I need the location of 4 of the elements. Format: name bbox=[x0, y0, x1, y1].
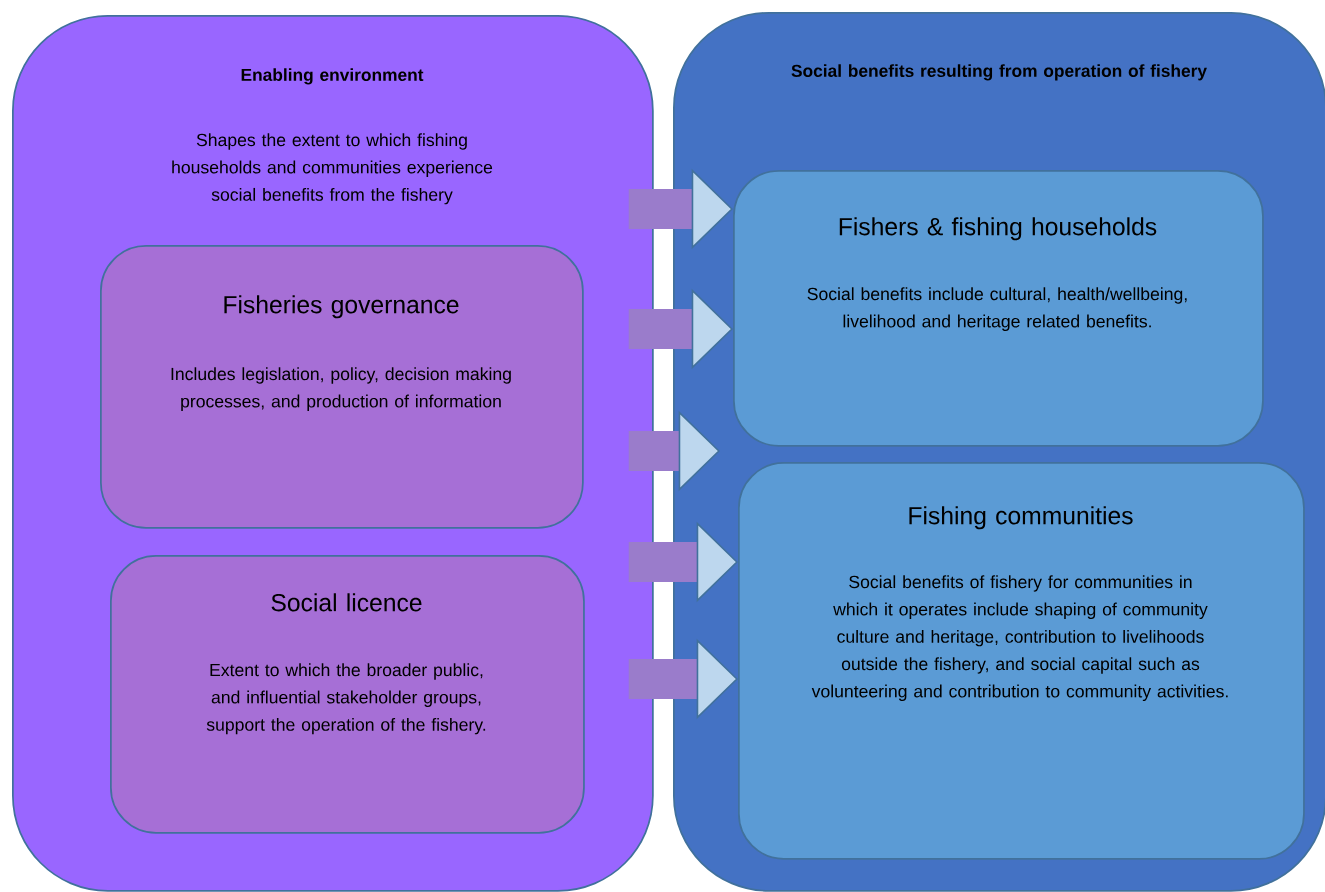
process-box: Social licence Extent to which the broader public, and influential stakeholder groups, support the operation of the fishery. bbox=[110, 555, 585, 834]
process-box: Fishing communities Social benefits of fishery for communities in which it operates include shaping of community culture and heritage, contribution to livelihoods outside the fishery, and social capital such as volunteering and contribution to community activities. bbox=[738, 462, 1305, 860]
process-box: Fishers & fishing households Social benefits include cultural, health/wellbeing, livelihood and heritage related benefits. bbox=[733, 170, 1264, 447]
process-box: Fisheries governance Includes legislation, policy, decision making processes, and production of information bbox=[100, 245, 584, 529]
